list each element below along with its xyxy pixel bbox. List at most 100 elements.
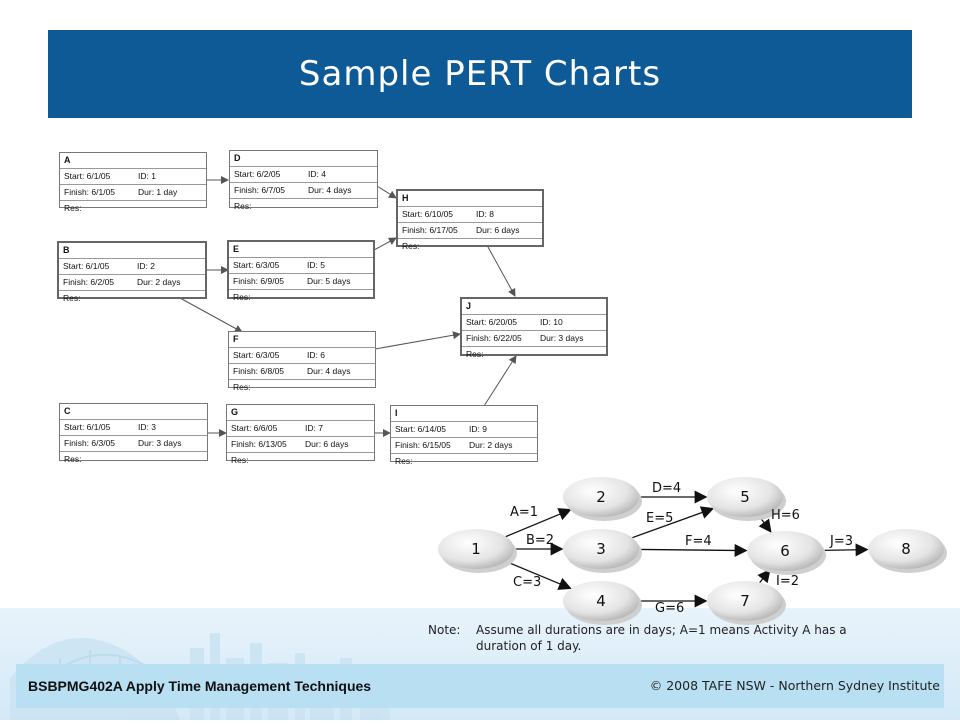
edge-label-7-6: I=2 bbox=[776, 574, 799, 589]
edge-label-2-5: D=4 bbox=[652, 481, 681, 496]
task-start: Start: 6/1/05 bbox=[63, 261, 110, 271]
task-duration: Dur: 6 days bbox=[476, 225, 520, 235]
task-finish: Finish: 6/9/05 bbox=[233, 276, 285, 286]
task-start: Start: 6/3/05 bbox=[233, 350, 280, 360]
connector-f-j bbox=[374, 331, 461, 350]
node-2: 2 bbox=[563, 477, 642, 521]
edge-label-4-7: G=6 bbox=[655, 601, 684, 616]
node-1: 1 bbox=[438, 529, 517, 573]
task-duration: Dur: 3 days bbox=[138, 438, 182, 448]
task-finish: Finish: 6/7/05 bbox=[234, 185, 286, 195]
task-name: H bbox=[402, 193, 409, 203]
task-box-d: D Start: 6/2/05 ID: 4 Finish: 6/7/05 Dur: … bbox=[229, 150, 378, 211]
task-start: Start: 6/20/05 bbox=[466, 317, 518, 327]
task-duration: Dur: 6 days bbox=[305, 439, 349, 449]
task-id: ID: 2 bbox=[137, 261, 155, 271]
task-finish: Finish: 6/22/05 bbox=[466, 333, 522, 343]
task-resource: Res: bbox=[466, 349, 484, 359]
node-label: 5 bbox=[740, 488, 750, 506]
edge-label-1-3: B=2 bbox=[526, 533, 554, 548]
edge-label-3-6: F=4 bbox=[685, 534, 712, 549]
node-label: 7 bbox=[740, 592, 750, 610]
note-line-2: duration of 1 day. bbox=[476, 639, 582, 653]
task-finish: Finish: 6/13/05 bbox=[231, 439, 287, 449]
task-duration: Dur: 2 days bbox=[469, 440, 513, 450]
task-finish: Finish: 6/8/05 bbox=[233, 366, 285, 376]
task-id: ID: 5 bbox=[307, 260, 325, 270]
task-id: ID: 3 bbox=[138, 422, 156, 432]
task-resource: Res: bbox=[63, 293, 81, 303]
task-id: ID: 9 bbox=[469, 424, 487, 434]
task-name: B bbox=[63, 245, 70, 255]
task-duration: Dur: 4 days bbox=[307, 366, 351, 376]
task-duration: Dur: 4 days bbox=[308, 185, 352, 195]
node-3: 3 bbox=[563, 529, 642, 573]
task-duration: Dur: 1 day bbox=[138, 187, 178, 197]
connector-d-h bbox=[376, 185, 397, 199]
task-name: C bbox=[64, 406, 71, 416]
network-note: Note: Assume all durations are in days; A… bbox=[428, 622, 847, 654]
task-duration: Dur: 3 days bbox=[540, 333, 584, 343]
node-8: 8 bbox=[868, 529, 947, 573]
task-id: ID: 4 bbox=[308, 169, 326, 179]
task-resource: Res: bbox=[233, 382, 251, 392]
task-resource: Res: bbox=[233, 292, 251, 302]
task-name: I bbox=[395, 408, 398, 418]
node-label: 4 bbox=[596, 592, 606, 610]
task-start: Start: 6/14/05 bbox=[395, 424, 447, 434]
task-id: ID: 7 bbox=[305, 423, 323, 433]
task-finish: Finish: 6/15/05 bbox=[395, 440, 451, 450]
node-label: 1 bbox=[471, 540, 481, 558]
task-resource: Res: bbox=[234, 201, 252, 211]
edge-1-4 bbox=[505, 560, 572, 590]
node-5: 5 bbox=[707, 477, 786, 521]
network-edge-labels: A=1B=2C=3D=4E=5F=4G=6H=6I=2J=3 bbox=[510, 481, 853, 616]
task-name: D bbox=[234, 153, 241, 163]
task-box-e: E Start: 6/3/05 ID: 5 Finish: 6/9/05 Dur: … bbox=[227, 240, 375, 302]
note-line-1: Assume all durations are in days; A=1 me… bbox=[476, 623, 847, 637]
task-id: ID: 1 bbox=[138, 171, 156, 181]
task-box-c: C Start: 6/1/05 ID: 3 Finish: 6/3/05 Dur: … bbox=[59, 403, 208, 464]
task-name: J bbox=[466, 301, 472, 311]
task-name: A bbox=[64, 155, 71, 165]
task-name: G bbox=[231, 407, 239, 417]
task-resource: Res: bbox=[64, 203, 82, 213]
edge-label-5-6: H=6 bbox=[771, 508, 800, 523]
connector-h-j bbox=[487, 246, 516, 297]
node-7: 7 bbox=[707, 581, 786, 625]
edge-label-1-4: C=3 bbox=[513, 575, 541, 590]
note-label: Note: bbox=[428, 623, 461, 637]
connector-i-j bbox=[483, 355, 517, 407]
task-id: ID: 6 bbox=[307, 350, 325, 360]
task-start: Start: 6/10/05 bbox=[402, 209, 454, 219]
node-6: 6 bbox=[747, 531, 826, 575]
task-id: ID: 10 bbox=[540, 317, 563, 327]
task-start: Start: 6/2/05 bbox=[234, 169, 281, 179]
task-name: E bbox=[233, 244, 240, 254]
node-4: 4 bbox=[563, 581, 642, 625]
task-start: Start: 6/6/05 bbox=[231, 423, 278, 433]
copyright-notice: © 2008 TAFE NSW - Northern Sydney Instit… bbox=[649, 678, 940, 693]
task-duration: Dur: 5 days bbox=[307, 276, 351, 286]
task-box-i: I Start: 6/14/05 ID: 9 Finish: 6/15/05 Dur… bbox=[390, 405, 538, 466]
edge-label-1-2: A=1 bbox=[510, 505, 538, 520]
task-start: Start: 6/1/05 bbox=[64, 422, 111, 432]
network-edges bbox=[505, 490, 869, 608]
node-label: 2 bbox=[596, 488, 606, 506]
connector-b-f bbox=[179, 297, 243, 333]
title-bar: Sample PERT Charts bbox=[48, 30, 912, 118]
node-label: 3 bbox=[596, 540, 606, 558]
task-box-j: J Start: 6/20/05 ID: 10 Finish: 6/22/05 Du… bbox=[460, 297, 608, 359]
edge-7-6 bbox=[757, 568, 771, 584]
task-finish: Finish: 6/2/05 bbox=[63, 277, 115, 287]
slide-title: Sample PERT Charts bbox=[298, 54, 662, 94]
task-id: ID: 8 bbox=[476, 209, 494, 219]
task-start: Start: 6/3/05 bbox=[233, 260, 280, 270]
task-finish: Finish: 6/3/05 bbox=[64, 438, 116, 448]
edge-label-3-5: E=5 bbox=[646, 511, 673, 526]
